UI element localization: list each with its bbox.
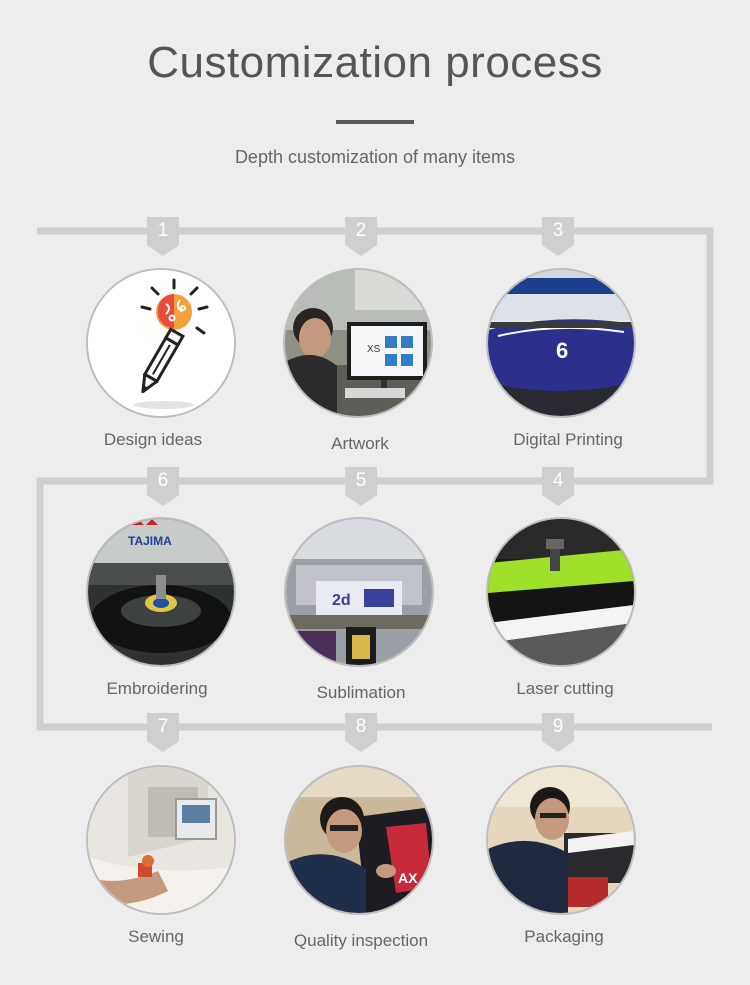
- laser-cutting-image: [486, 517, 636, 667]
- step-1-badge: 1: [147, 217, 179, 256]
- sewing-machine-photo: [88, 767, 234, 913]
- step-7-label: Sewing: [128, 927, 184, 946]
- step-5-label: Sublimation: [316, 683, 406, 702]
- packaging-image: [486, 765, 636, 915]
- step-6-label: Embroidering: [106, 679, 208, 698]
- step-8-badge: 8: [345, 713, 377, 752]
- sublimation-image: 2d: [284, 517, 434, 667]
- step-6-badge: 6: [147, 467, 179, 506]
- step-3-badge: 3: [542, 217, 574, 256]
- packaging-photo: [488, 767, 634, 913]
- svg-text:6: 6: [556, 338, 568, 363]
- quality-inspection-photo: AX: [286, 767, 432, 913]
- sewing-image: [86, 765, 236, 915]
- svg-text:AX: AX: [398, 870, 418, 886]
- step-9-label: Packaging: [524, 927, 604, 946]
- embroidering-image: TAJIMA: [86, 517, 236, 667]
- step-2-label: Artwork: [331, 434, 389, 453]
- step-4-badge: 4: [542, 467, 574, 506]
- quality-inspection-image: AX: [284, 765, 434, 915]
- step-3-label: Digital Printing: [513, 430, 623, 449]
- artwork-image: XS: [283, 268, 433, 418]
- step-8-label: Quality inspection: [293, 931, 429, 950]
- design-ideas-image: [86, 268, 236, 418]
- title-divider: [336, 120, 414, 124]
- step-5-badge: 5: [345, 467, 377, 506]
- embroidery-machine-photo: TAJIMA: [88, 519, 234, 665]
- sublimation-workshop-photo: 2d: [286, 519, 432, 665]
- digital-printing-image: 6: [486, 268, 636, 418]
- step-1-label: Design ideas: [103, 430, 203, 449]
- page-subtitle: Depth customization of many items: [234, 147, 516, 167]
- step-4-label: Laser cutting: [516, 679, 614, 698]
- page-title: Customization process: [147, 38, 603, 87]
- lightbulb-pencil-icon: [88, 270, 234, 416]
- svg-text:2d: 2d: [332, 592, 351, 609]
- artwork-screen-text: XS: [367, 344, 381, 355]
- step-2-badge: 2: [345, 217, 377, 256]
- step-7-badge: 7: [147, 713, 179, 752]
- embroidery-brand-text: TAJIMA: [128, 534, 172, 548]
- laser-cutter-photo: [488, 519, 634, 665]
- step-9-badge: 9: [542, 713, 574, 752]
- large-format-printer-photo: 6: [488, 270, 634, 416]
- designer-at-computer-photo: XS: [285, 270, 431, 416]
